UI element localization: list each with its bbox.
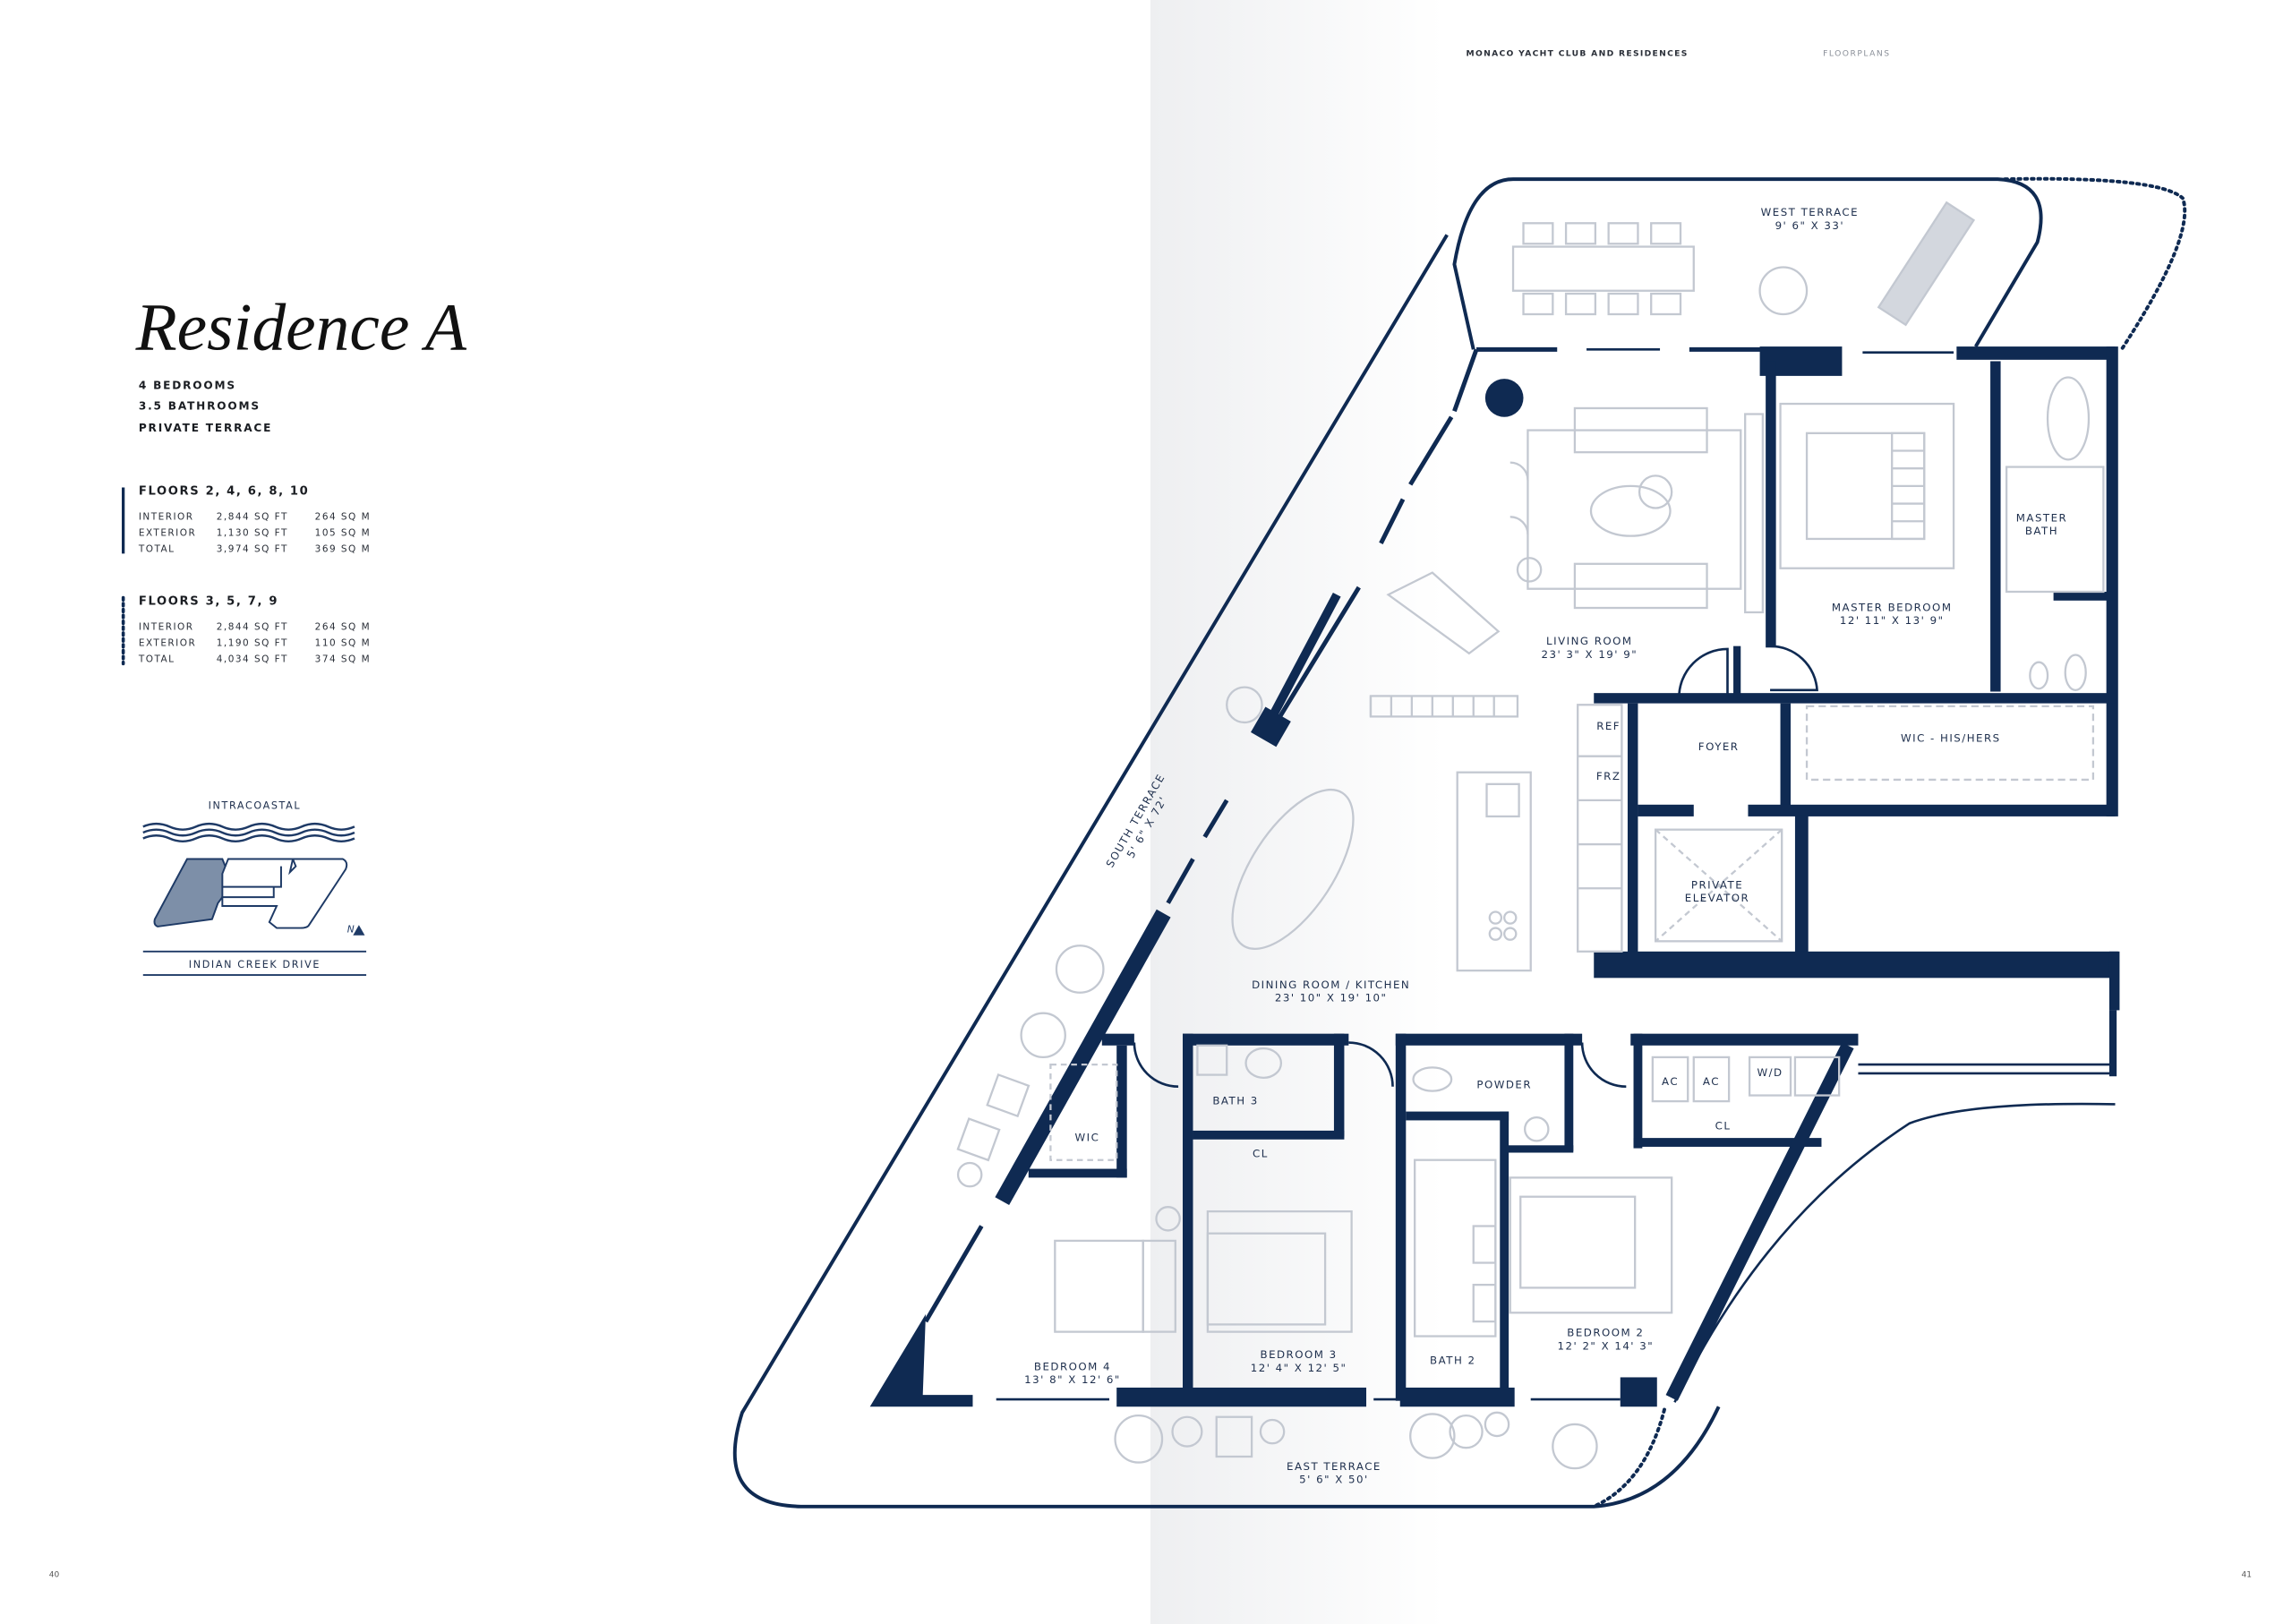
row-sqm: 105 SQ M — [315, 528, 371, 539]
furniture — [956, 201, 2105, 1470]
dotted-terrace-line-east — [1592, 1407, 1666, 1509]
wic-label: WIC — [1074, 1131, 1099, 1143]
bath-3-label: BATH 3 — [1212, 1094, 1258, 1107]
master-bedroom-label: MASTER BEDROOM — [1832, 601, 1953, 613]
bedroom-4-dims: 13' 8" X 12' 6" — [1024, 1373, 1121, 1386]
key-plan: INTRACOASTAL N INDIAN CREEK DRIVE — [142, 800, 367, 977]
floor-group-even: FLOORS 2, 4, 6, 8, 10 INTERIOR 2,844 SQ … — [121, 485, 371, 555]
dotted-terrace-line-floors-odd — [2003, 176, 2187, 350]
living-room-label: LIVING ROOM — [1546, 635, 1633, 647]
feature-bedrooms: 4 BEDROOMS — [139, 380, 236, 392]
row-label: EXTERIOR — [139, 528, 196, 539]
row-sqm: 264 SQ M — [315, 512, 371, 523]
row-label: TOTAL — [138, 544, 175, 555]
dining-kitchen-label: DINING ROOM / KITCHEN — [1252, 979, 1410, 991]
closet-label: CL — [1253, 1147, 1269, 1159]
residence-title: Residence A — [135, 290, 467, 364]
foyer-label: FOYER — [1698, 740, 1740, 753]
features-list: 4 BEDROOMS 3.5 BATHROOMS PRIVATE TERRACE — [139, 380, 272, 435]
page-number-right: 41 — [2242, 1571, 2252, 1580]
other-residences — [221, 858, 348, 929]
key-plan-bottom-label: INDIAN CREEK DRIVE — [189, 959, 321, 970]
ac-label-2: AC — [1703, 1075, 1720, 1088]
row-label: INTERIOR — [139, 622, 194, 633]
row-sqm: 374 SQ M — [315, 654, 371, 665]
floor-plan: WEST TERRACE 9' 6" X 33' LIVING ROOM 23'… — [732, 176, 2187, 1509]
header-section: FLOORPLANS — [1823, 48, 1890, 58]
bedroom-3-label: BEDROOM 3 — [1261, 1348, 1338, 1361]
frz-label: FRZ — [1596, 770, 1621, 782]
ac-label: AC — [1662, 1075, 1679, 1088]
row-sqft: 1,190 SQ FT — [217, 638, 288, 649]
doors — [1133, 379, 1818, 1089]
row-label: INTERIOR — [139, 512, 194, 523]
row-sqft: 1,130 SQ FT — [217, 528, 288, 539]
private-elevator-label: PRIVATE — [1691, 878, 1743, 891]
terrace-outline — [732, 177, 2043, 1509]
page-number-left: 40 — [49, 1571, 60, 1580]
row-sqft: 3,974 SQ FT — [217, 544, 288, 555]
feature-bathrooms: 3.5 BATHROOMS — [139, 400, 261, 413]
bedroom-2-dims: 12' 2" X 14' 3" — [1558, 1339, 1655, 1352]
water-waves-icon — [142, 822, 355, 843]
floor-group-odd: FLOORS 3, 5, 7, 9 INTERIOR 2,844 SQ FT 2… — [121, 595, 371, 666]
north-arrow-icon — [353, 925, 365, 936]
master-bath-label: MASTER — [2016, 511, 2067, 524]
key-plan-top-label: INTRACOASTAL — [209, 800, 302, 812]
dining-kitchen-dims: 23' 10" X 19' 10" — [1275, 992, 1388, 1004]
row-sqft: 2,844 SQ FT — [217, 512, 288, 523]
east-terrace-curve — [1673, 1102, 2116, 1403]
west-terrace-dims: 9' 6" X 33' — [1775, 219, 1845, 232]
living-room-dims: 23' 3" X 19' 9" — [1542, 648, 1638, 661]
floor-group-title: FLOORS 3, 5, 7, 9 — [139, 595, 278, 609]
row-sqft: 4,034 SQ FT — [217, 654, 288, 665]
west-terrace-label: WEST TERRACE — [1761, 206, 1859, 218]
washer-dryer-label: W/D — [1757, 1066, 1783, 1079]
walls — [869, 346, 2120, 1407]
row-sqm: 264 SQ M — [315, 622, 371, 633]
bath-2-label: BATH 2 — [1430, 1355, 1475, 1367]
east-terrace-label: EAST TERRACE — [1287, 1460, 1381, 1473]
row-label: EXTERIOR — [139, 638, 196, 649]
closet-label-2: CL — [1715, 1119, 1732, 1132]
master-bedroom-dims: 12' 11" X 13' 9" — [1840, 614, 1945, 627]
east-terrace-dims: 5' 6" X 50' — [1299, 1474, 1369, 1486]
highlighted-residence — [153, 858, 227, 927]
row-sqft: 2,844 SQ FT — [217, 622, 288, 633]
wic-his-hers-label: WIC - HIS/HERS — [1901, 731, 2001, 744]
column — [1484, 379, 1524, 417]
bedroom-4-label: BEDROOM 4 — [1034, 1360, 1111, 1372]
row-sqm: 369 SQ M — [315, 544, 371, 555]
powder-label: POWDER — [1476, 1078, 1532, 1090]
header-project: MONACO YACHT CLUB AND RESIDENCES — [1467, 48, 1689, 58]
row-sqm: 110 SQ M — [315, 638, 371, 649]
floor-group-title: FLOORS 2, 4, 6, 8, 10 — [139, 485, 310, 499]
master-bath-label-2: BATH — [2025, 525, 2058, 537]
feature-terrace: PRIVATE TERRACE — [139, 422, 272, 434]
page-gutter — [1150, 0, 1444, 1624]
private-elevator-label-2: ELEVATOR — [1685, 892, 1749, 904]
north-label: N — [347, 923, 355, 935]
bedroom-3-dims: 12' 4" X 12' 5" — [1251, 1362, 1347, 1374]
row-label: TOTAL — [138, 654, 175, 665]
bedroom-2-label: BEDROOM 2 — [1567, 1327, 1644, 1339]
ref-label: REF — [1596, 720, 1621, 732]
